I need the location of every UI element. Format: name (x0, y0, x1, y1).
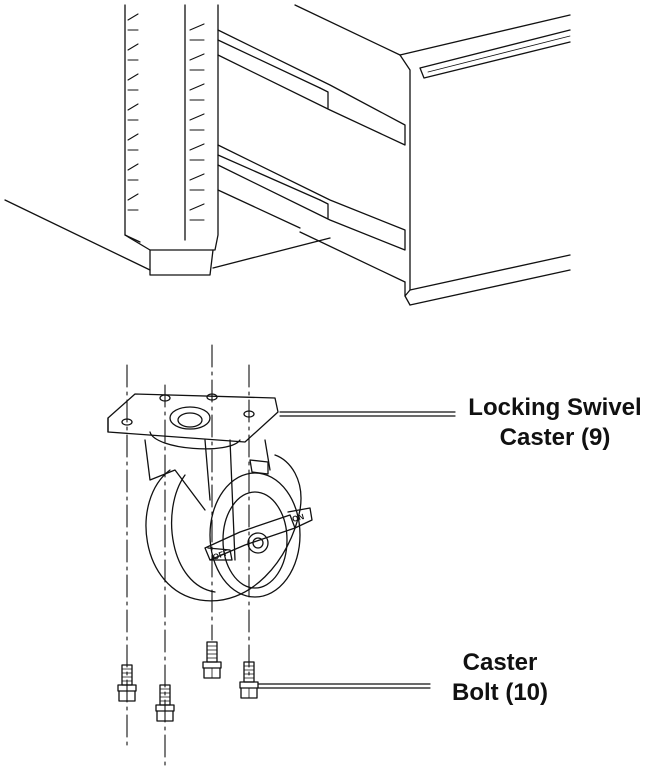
bolt-callout-label: Caster Bolt (10) (430, 648, 570, 708)
bolt-callout-line2: Bolt (10) (452, 679, 548, 706)
caster-callout-line2: Caster (9) (499, 424, 611, 451)
caster-bolt (239, 661, 259, 699)
brake-lever (204, 459, 313, 561)
caster-wheel (145, 454, 302, 602)
caster-bolt (202, 641, 222, 679)
caster-bolts (117, 641, 259, 722)
leader-lines (257, 411, 456, 689)
caster-callout-label: Locking Swivel Caster (9) (455, 393, 655, 453)
bolt-leader-line (257, 683, 431, 689)
caster-mounting-plate (107, 393, 279, 450)
caster-callout-line1: Locking Swivel (468, 394, 642, 421)
caster-bolt (117, 664, 137, 702)
caster-leader-line (279, 411, 456, 417)
cabinet-illustration (4, 4, 571, 306)
drawer-slides (217, 29, 406, 251)
drawer-panel (294, 4, 571, 306)
brake-on-label: ON (291, 512, 305, 524)
locking-swivel-caster: OFF ON (107, 344, 313, 766)
cabinet-corner-post (124, 4, 219, 276)
caster-bolt (155, 684, 175, 722)
bolt-callout-line1: Caster (462, 649, 538, 676)
